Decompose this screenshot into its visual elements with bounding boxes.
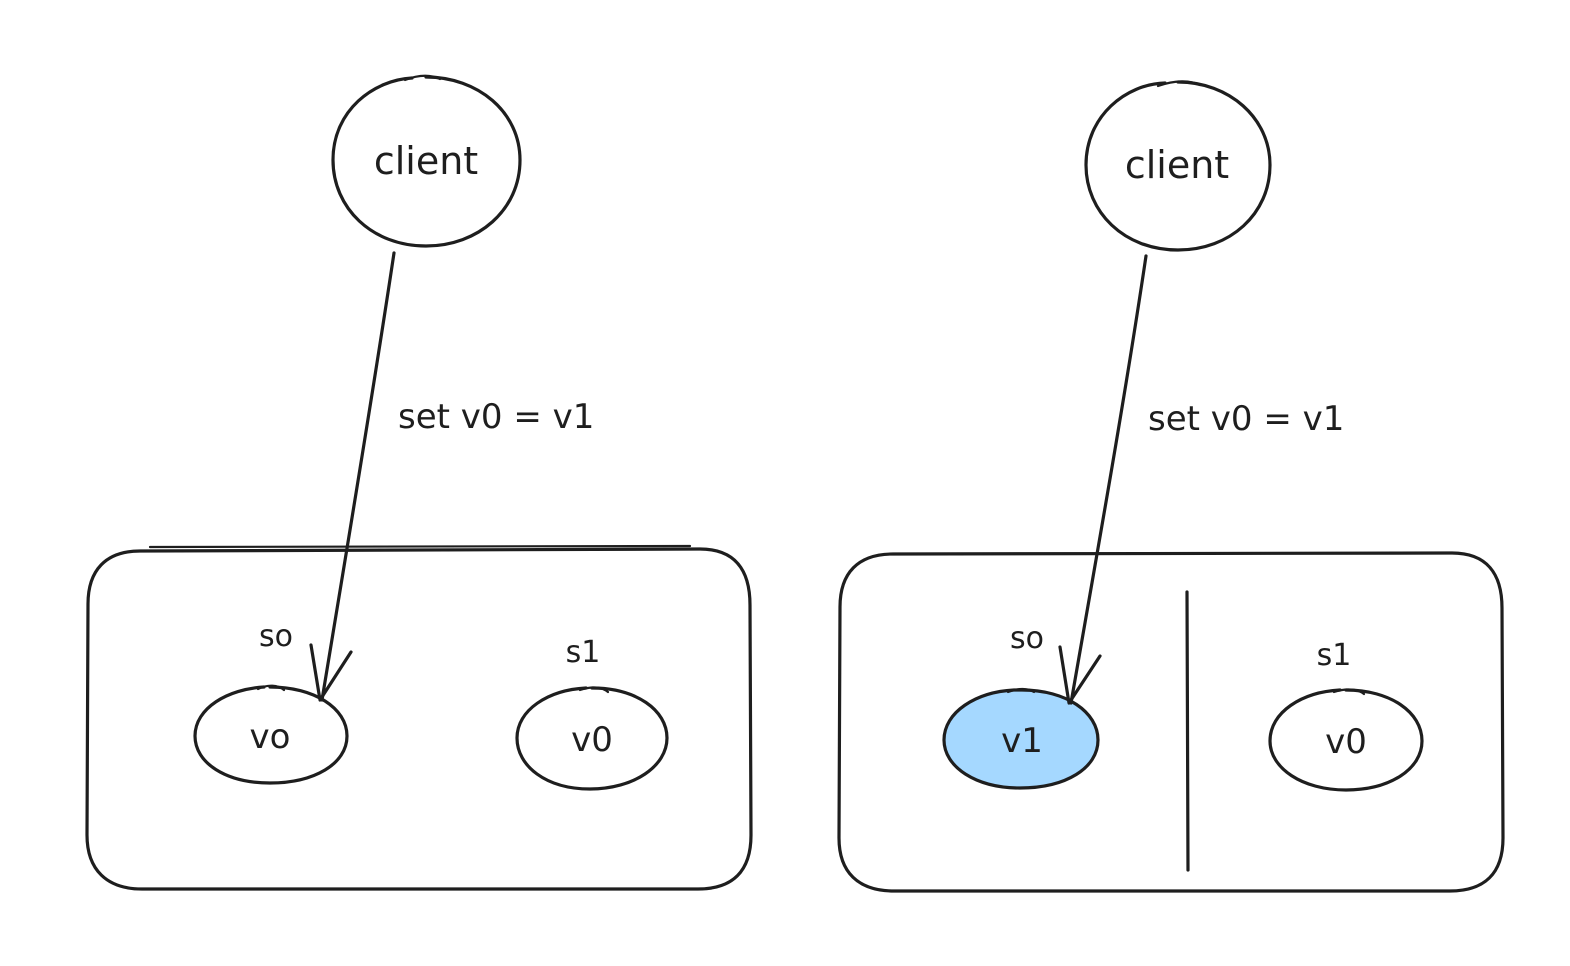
right-s0-value: v1: [1001, 721, 1043, 761]
right-s1-node[interactable]: v0: [1268, 688, 1424, 792]
left-client-node[interactable]: client: [331, 74, 522, 248]
network-partition-line: [1185, 590, 1190, 872]
left-s1-value: v0: [571, 720, 613, 760]
right-panel: client v1 so v0 s1 set v0 = v1: [837, 80, 1505, 893]
right-client-label: client: [1125, 143, 1229, 187]
left-s0-label: so: [259, 619, 293, 654]
right-s1-label: s1: [1317, 638, 1352, 673]
right-client-node[interactable]: client: [1084, 80, 1272, 252]
left-set-arrow: [309, 251, 396, 702]
left-s0-node[interactable]: vo: [193, 684, 349, 785]
left-panel: client vo so v0 s1 set v0 = v1: [85, 74, 753, 891]
left-client-label: client: [374, 139, 478, 183]
right-s0-label: so: [1010, 621, 1044, 656]
left-s0-value: vo: [250, 717, 291, 757]
right-s1-value: v0: [1325, 722, 1367, 762]
left-s1-node[interactable]: v0: [515, 686, 669, 791]
right-set-arrow: [1058, 254, 1148, 705]
right-s0-node[interactable]: v1: [942, 687, 1100, 790]
left-cluster-box: [85, 547, 753, 891]
right-s0-fill: [942, 688, 1100, 790]
right-edge-label: set v0 = v1: [1148, 399, 1344, 439]
left-edge-label: set v0 = v1: [398, 397, 594, 437]
left-s1-label: s1: [566, 635, 601, 670]
right-cluster-box: [837, 551, 1505, 893]
